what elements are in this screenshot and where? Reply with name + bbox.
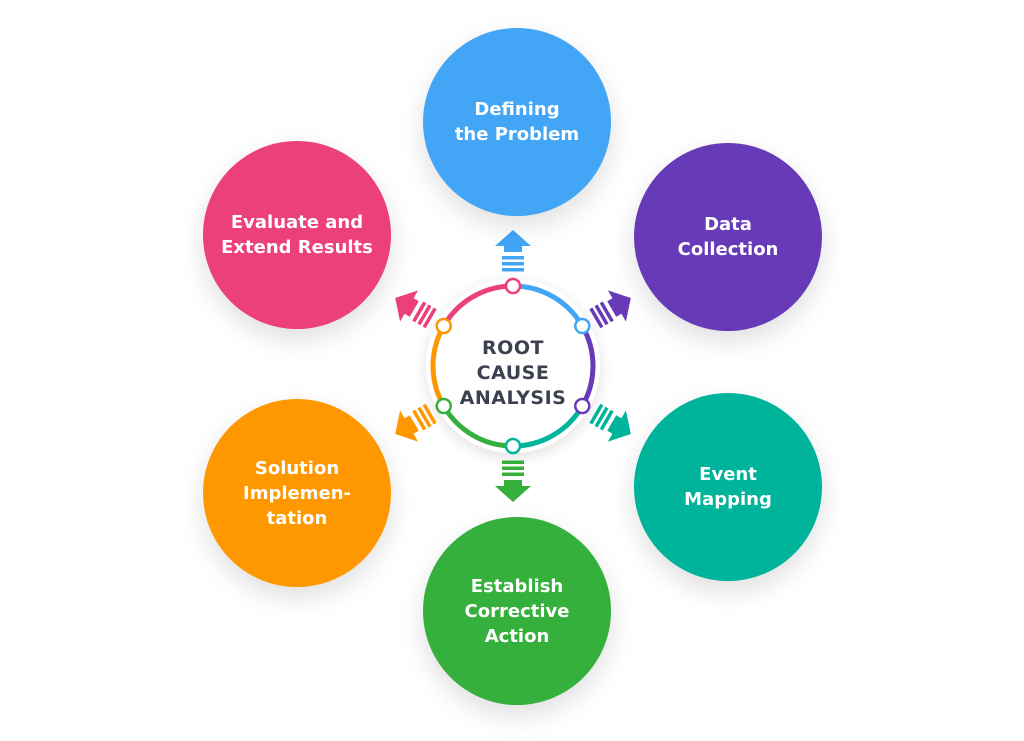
step-event-mapping: Event Mapping (634, 393, 822, 581)
ring-node (504, 277, 522, 295)
ring-arc-segment (430, 324, 446, 408)
step-label: Establish Corrective Action (464, 575, 570, 647)
step-label: Data Collection (677, 214, 779, 260)
step-solution-implementation: Solution Implemen- tation (203, 399, 391, 587)
ring-node (504, 437, 522, 455)
ring-arc-segment (512, 404, 585, 449)
center-title: ROOT CAUSE ANALYSIS (447, 307, 579, 439)
step-label: Solution Implemen- tation (243, 457, 351, 529)
direction-arrow (395, 403, 437, 442)
center-title-label: ROOT CAUSE ANALYSIS (459, 336, 567, 409)
direction-arrow (495, 230, 531, 272)
step-label: Event Mapping (684, 464, 772, 510)
step-label: Defining the Problem (454, 99, 580, 145)
ring-node (435, 317, 452, 335)
ring-arc-segment (441, 404, 514, 449)
ring-arc-segment (580, 324, 596, 408)
hub-disc (426, 279, 600, 453)
ring-arc-segment (441, 283, 514, 328)
ring-arc-segment (512, 283, 585, 328)
direction-arrow (395, 290, 437, 329)
step-label: Evaluate and Extend Results (221, 212, 373, 258)
direction-arrow (589, 290, 631, 329)
ring-node (574, 397, 591, 415)
direction-arrow (495, 460, 531, 502)
ring-node (574, 317, 591, 335)
step-establish-corrective-action: Establish Corrective Action (423, 517, 611, 705)
ring-node (435, 397, 452, 415)
step-defining-the-problem: Defining the Problem (423, 28, 611, 216)
step-data-collection: Data Collection (634, 143, 822, 331)
direction-arrow (589, 403, 631, 442)
step-evaluate-and-extend-results: Evaluate and Extend Results (203, 141, 391, 329)
